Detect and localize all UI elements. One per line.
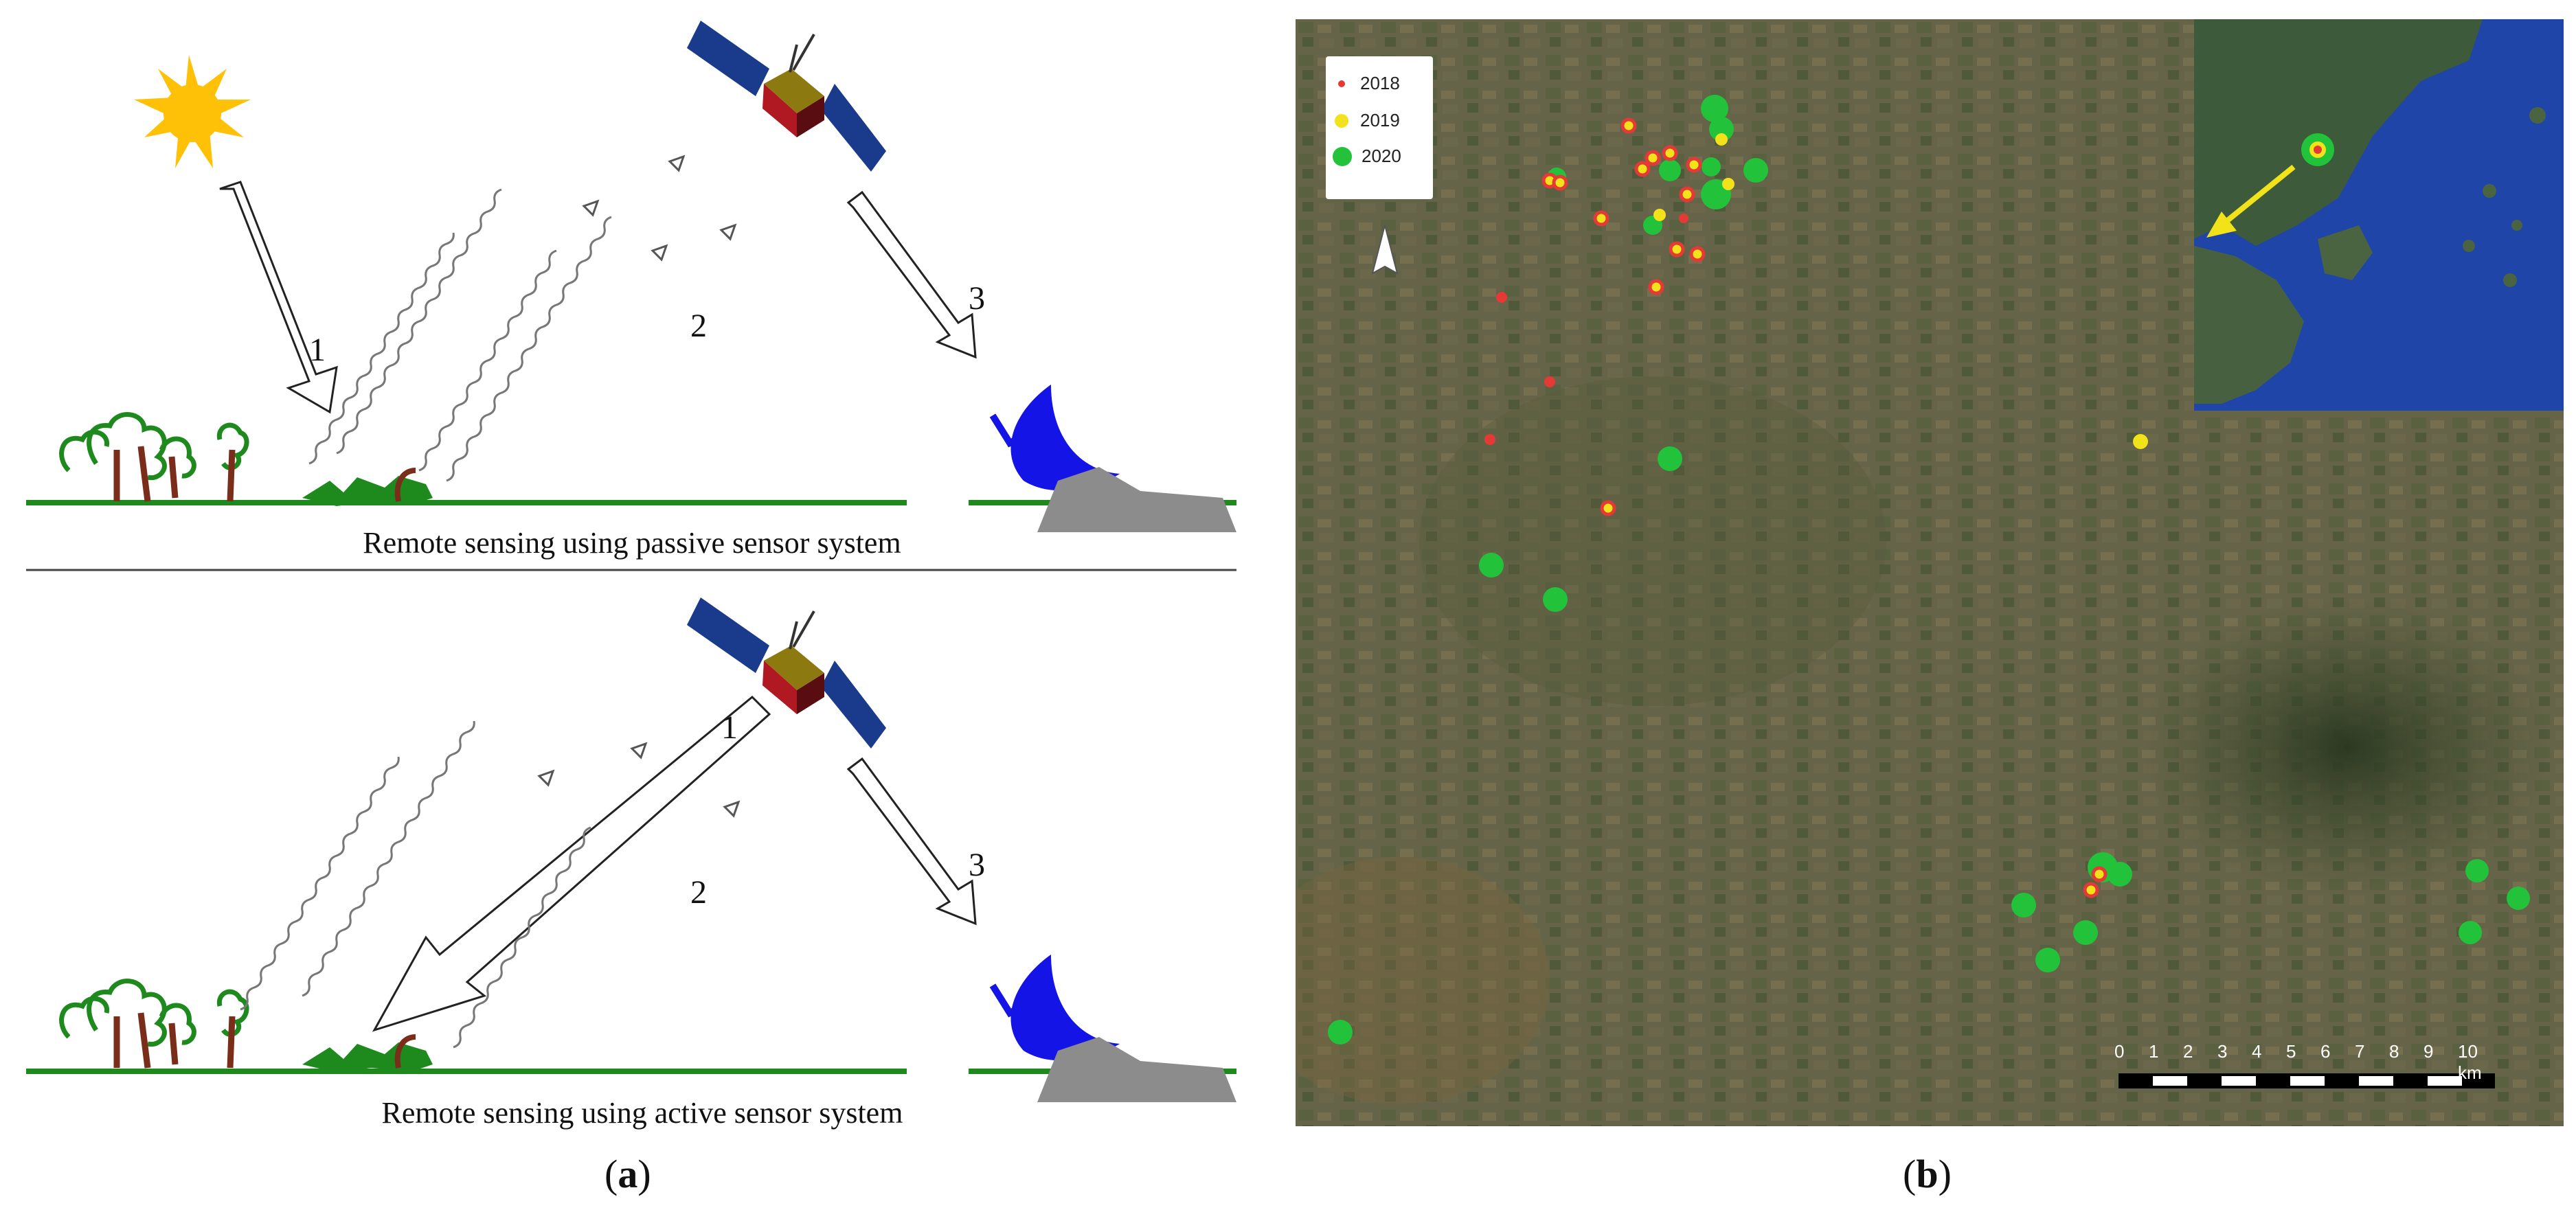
legend-item-2018: 2018 xyxy=(1333,73,1400,94)
points-2019 xyxy=(1541,117,2108,898)
map-legend: 2018 2019 2020 xyxy=(1326,56,1433,199)
passive-scene: 1 2 3 Remote sensing using passive senso… xyxy=(26,19,1236,560)
caption-a: (a) xyxy=(605,1152,651,1196)
passive-label-2: 2 xyxy=(690,308,707,344)
legend-label: 2018 xyxy=(1360,73,1400,93)
north-arrow-icon xyxy=(1371,225,1399,275)
legend-label: 2020 xyxy=(1362,146,1401,166)
trees-icon xyxy=(62,415,247,501)
active-label-3: 3 xyxy=(969,847,985,883)
active-label-2: 2 xyxy=(690,874,707,911)
legend-item-2020: 2020 xyxy=(1333,146,1401,167)
satellite-map: 2018 2019 2020 0 1 2 3 4 5 6 7 8 9 10 km xyxy=(1296,19,2564,1126)
remote-sensing-diagram: 1 2 3 Remote sensing using passive senso… xyxy=(14,14,1250,1154)
reflected-waves xyxy=(308,188,612,482)
scale-tick: 5 xyxy=(2286,1041,2296,1062)
ground-station-icon xyxy=(993,385,1236,532)
scale-tick: 7 xyxy=(2355,1041,2365,1062)
points-2020 xyxy=(1328,95,2530,1045)
scale-tick: 4 xyxy=(2252,1041,2262,1062)
scale-tick: 1 xyxy=(2149,1041,2159,1062)
scale-tick: 8 xyxy=(2389,1041,2399,1062)
ground-station-icon-active xyxy=(993,955,1236,1102)
caption-a-letter: a xyxy=(618,1152,638,1196)
inset-pointer-arrow xyxy=(2219,164,2296,228)
diagram-canvas: 1 2 3 Remote sensing using passive senso… xyxy=(26,19,1250,1130)
sun-icon xyxy=(134,55,251,168)
trees-icon-active xyxy=(62,981,247,1068)
legend-swatch xyxy=(1338,80,1345,87)
passive-caption: Remote sensing using passive sensor syst… xyxy=(363,526,901,560)
legend-item-2019: 2019 xyxy=(1333,110,1400,131)
wave-arrowheads-active xyxy=(537,742,741,818)
bush-icon xyxy=(302,470,433,506)
legend-swatch xyxy=(1335,113,1348,128)
backscatter-waves xyxy=(240,720,591,1049)
active-label-1: 1 xyxy=(721,709,738,746)
wave-arrowheads xyxy=(582,155,737,262)
passive-label-1: 1 xyxy=(309,332,326,368)
points-2018 xyxy=(1484,122,1688,445)
caption-b: (b) xyxy=(1903,1152,1952,1196)
scale-tick: 0 xyxy=(2114,1041,2125,1062)
scale-tick: 9 xyxy=(2424,1041,2434,1062)
active-caption: Remote sensing using active sensor syste… xyxy=(382,1096,903,1130)
incoming-radiation-arrow xyxy=(219,181,338,414)
scale-bar xyxy=(2119,1073,2495,1088)
inset-map xyxy=(2194,19,2564,411)
caption-b-letter: b xyxy=(1916,1152,1939,1196)
satellite-icon xyxy=(686,19,888,173)
passive-label-3: 3 xyxy=(969,280,985,317)
points-2019-plain xyxy=(1653,133,2148,449)
active-scene: 1 2 3 Remote sensing using active sensor… xyxy=(26,596,1236,1130)
downlink-arrow xyxy=(846,190,977,359)
scale-tick: 10 km xyxy=(2458,1041,2482,1083)
scale-tick: 6 xyxy=(2320,1041,2331,1062)
scale-tick: 3 xyxy=(2217,1041,2228,1062)
legend-swatch xyxy=(1333,146,1352,166)
scale-tick: 2 xyxy=(2183,1041,2193,1062)
downlink-arrow-active xyxy=(846,757,977,926)
bush-icon-active xyxy=(302,1037,433,1073)
emitted-pulse-arrow xyxy=(372,695,771,1032)
legend-label: 2019 xyxy=(1360,110,1400,130)
